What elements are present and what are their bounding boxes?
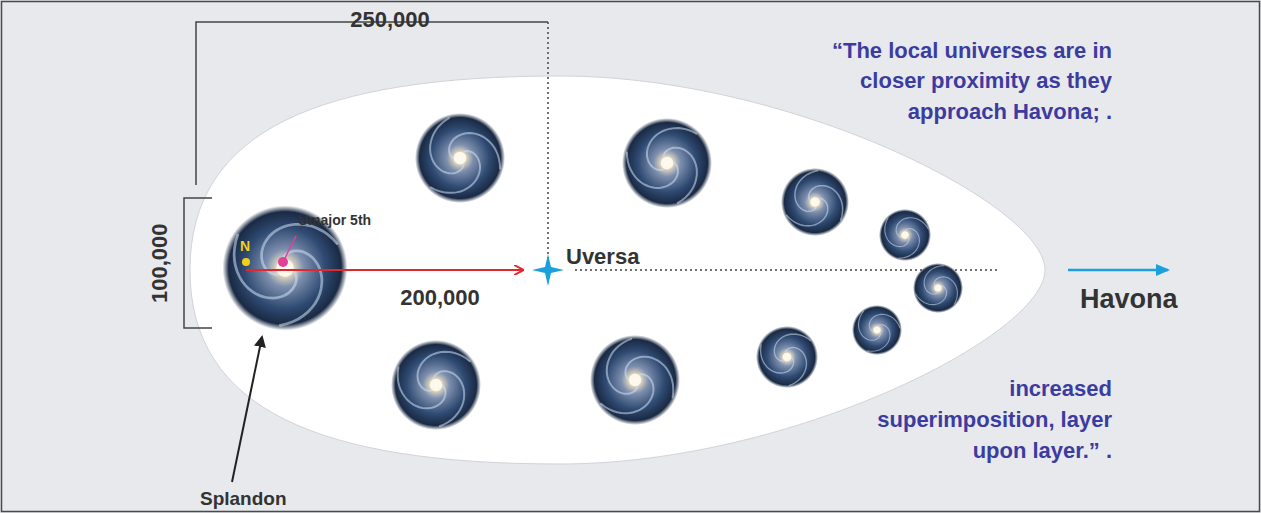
dimension-label: 100,000 [147, 223, 173, 303]
dimension-label: 250,000 [350, 7, 430, 33]
marker-label: N [240, 238, 250, 255]
galaxy-label: Splandon [200, 488, 287, 511]
place-label: Havona [1080, 283, 1178, 315]
uversa-star [532, 254, 564, 286]
galaxy [205, 97, 963, 444]
superuniverse-outline [190, 76, 1045, 464]
quote-text: “The local universes are in closer proxi… [812, 36, 1112, 127]
dimension-label: 200,000 [400, 285, 480, 311]
place-label: Uversa [566, 244, 639, 270]
quote-text: increased superimposition, layer upon la… [850, 374, 1112, 466]
galaxy-label: Umajor 5th [298, 212, 371, 229]
